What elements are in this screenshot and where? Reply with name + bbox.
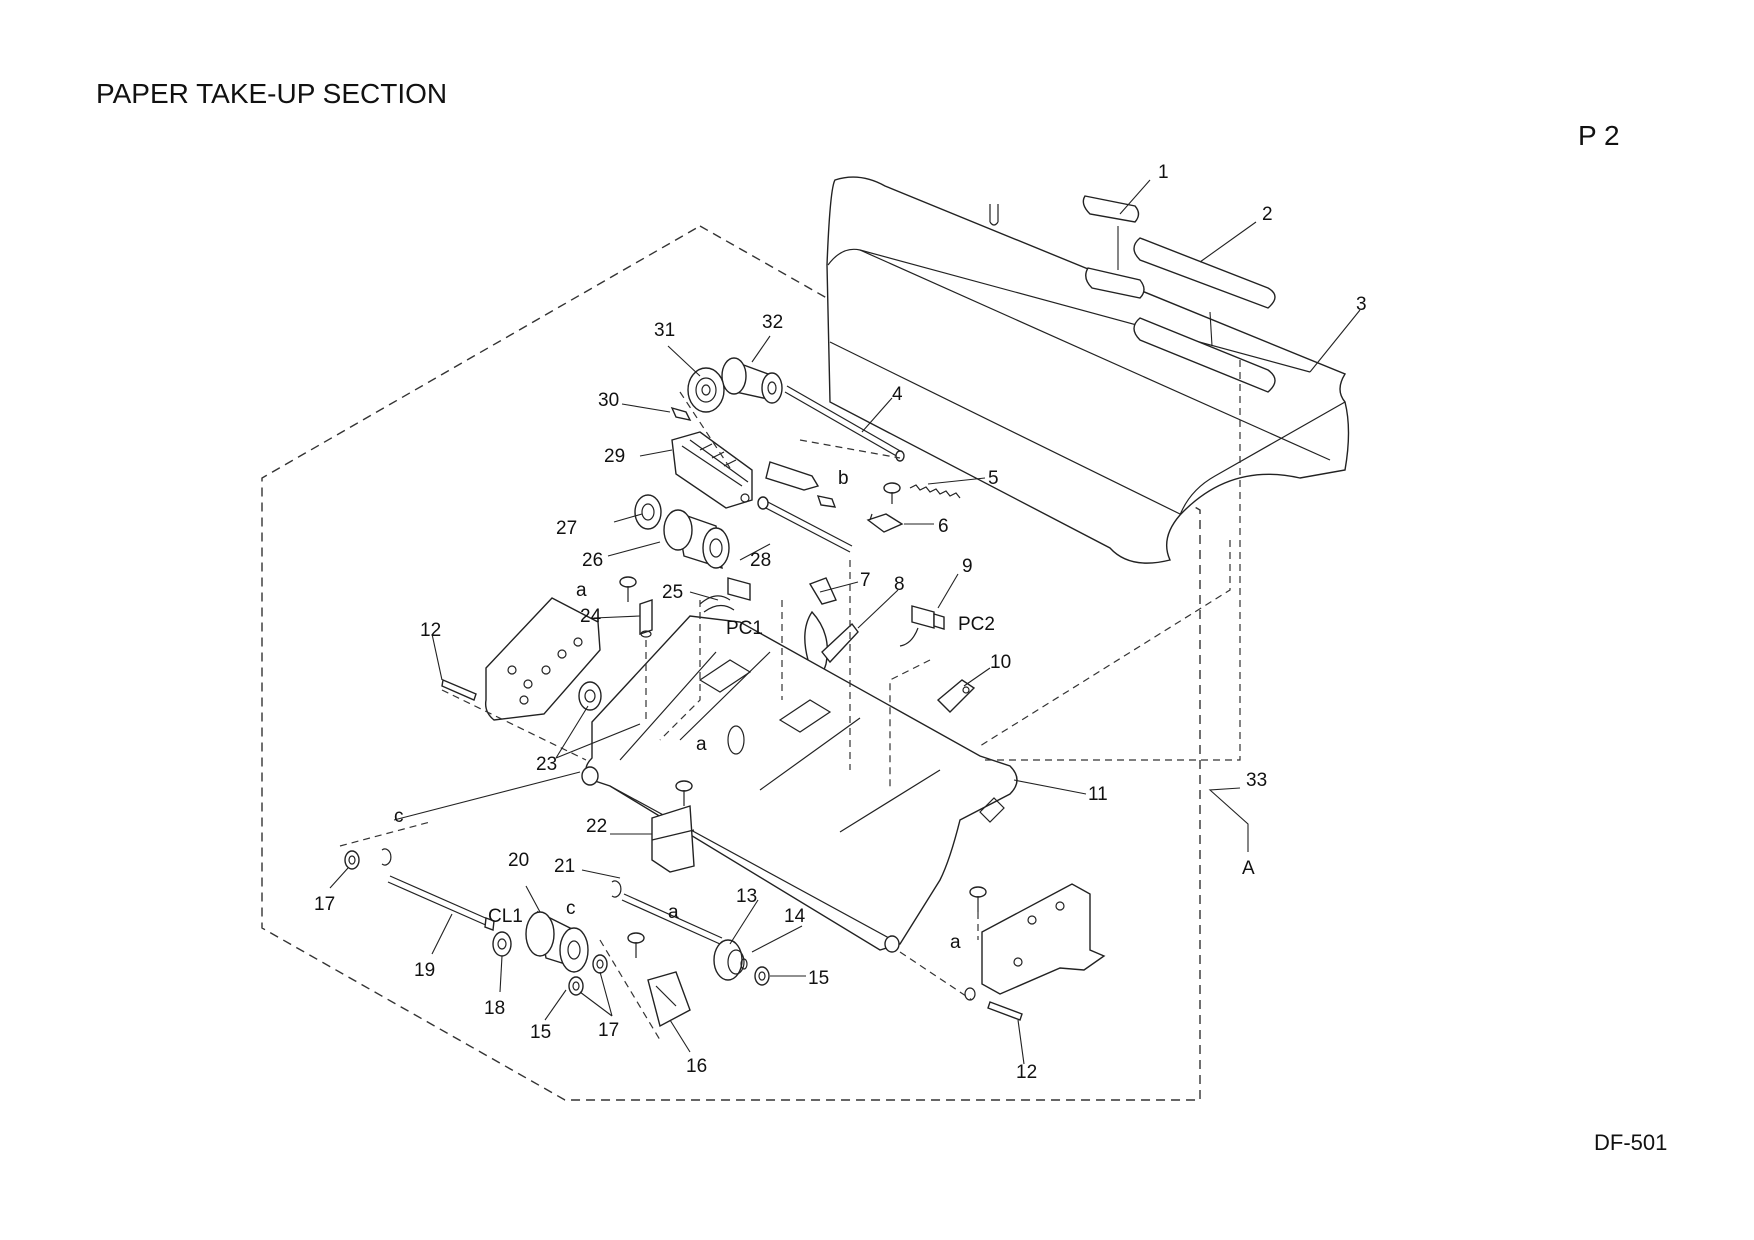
- callout-25: 25: [662, 582, 683, 603]
- actuator-part-8: [821, 622, 859, 664]
- callout-c-2: c: [566, 898, 576, 919]
- callout-27: 27: [556, 518, 577, 539]
- left-frame-plate: [484, 597, 601, 721]
- callout-17-left: 17: [314, 894, 335, 915]
- callout-A: A: [1242, 858, 1255, 879]
- leader-lines: [329, 179, 1361, 1065]
- callout-1: 1: [1158, 162, 1169, 183]
- callout-12-left: 12: [420, 620, 441, 641]
- callout-6: 6: [938, 516, 949, 537]
- callout-8: 8: [894, 574, 905, 595]
- callout-11: 11: [1088, 784, 1108, 805]
- callout-18: 18: [484, 998, 505, 1019]
- model-code: DF-501: [1594, 1130, 1668, 1155]
- callout-30: 30: [598, 390, 619, 411]
- callout-19: 19: [414, 960, 435, 981]
- screw-a-2: [675, 780, 693, 806]
- label-part-1: [1082, 195, 1145, 299]
- callout-17-right: 17: [598, 1020, 619, 1041]
- bracket-part-6: [866, 513, 904, 533]
- bushing-part-17-right: [592, 954, 608, 974]
- clutch-part-20: [525, 910, 589, 973]
- section-title: PAPER TAKE-UP SECTION: [96, 78, 448, 109]
- callout-28: 28: [750, 550, 771, 571]
- bracket-part-28-area: [765, 461, 837, 508]
- gear-part-27: [634, 494, 662, 530]
- cover-part-3: [826, 176, 1350, 564]
- callout-22: 22: [586, 816, 607, 837]
- bushing-part-17-left: [344, 848, 392, 870]
- callout-23: 23: [536, 754, 557, 775]
- callout-21: 21: [554, 856, 575, 877]
- callout-b: b: [838, 468, 849, 489]
- spring-part-5: [909, 484, 961, 499]
- main-frame-part-11: [581, 615, 1018, 953]
- shaft-part-28: [757, 496, 853, 553]
- bushing-part-15-left: [568, 976, 584, 996]
- bracket-part-24: [639, 599, 653, 638]
- shaft-part-13: [611, 880, 723, 945]
- callout-14: 14: [784, 906, 806, 927]
- pin-part-12-right: [964, 987, 1023, 1021]
- callout-31: 31: [654, 320, 675, 341]
- callout-26: 26: [582, 550, 603, 571]
- callout-12-right: 12: [1016, 1062, 1037, 1083]
- actuator-part-10: [936, 679, 976, 713]
- screw-a-1: [619, 576, 637, 602]
- shaft-part-4: [784, 385, 905, 462]
- callout-3: 3: [1356, 294, 1367, 315]
- callout-15-right: 15: [808, 968, 829, 989]
- callout-16: 16: [686, 1056, 707, 1077]
- screw-a-3: [627, 932, 645, 958]
- callout-10: 10: [990, 652, 1011, 673]
- bushing-part-15-right: [754, 966, 770, 986]
- callout-13: 13: [736, 886, 757, 907]
- callout-a-3: a: [668, 902, 679, 923]
- shaft-part-19: [387, 875, 495, 931]
- block-part-22: [651, 805, 695, 873]
- callout-5: 5: [988, 468, 999, 489]
- roller-part-32: [721, 357, 783, 404]
- page-number: P 2: [1578, 120, 1620, 151]
- callout-32: 32: [762, 312, 783, 333]
- pin-part-12-left: [441, 679, 477, 701]
- roller-part-26: [663, 509, 730, 570]
- callout-24: 24: [580, 606, 602, 627]
- callout-7: 7: [860, 570, 871, 591]
- callout-labels: 1 2 3 4 5 6 7 8 9 10 11 12 12 13 14 15 1…: [314, 162, 1367, 1083]
- right-frame-plate: [981, 883, 1106, 995]
- sensor-part-25: [699, 577, 751, 613]
- callout-PC2: PC2: [958, 614, 995, 635]
- callout-29: 29: [604, 446, 625, 467]
- callout-15-left: 15: [530, 1022, 551, 1043]
- callout-c-1: c: [394, 806, 404, 827]
- callout-2: 2: [1262, 204, 1273, 225]
- callout-9: 9: [962, 556, 973, 577]
- callout-4: 4: [892, 384, 903, 405]
- sensor-part-9: [899, 605, 945, 647]
- assembly-boundary-33: [261, 225, 1201, 1101]
- callout-33: 33: [1246, 770, 1267, 791]
- holder-part-29: [671, 431, 753, 509]
- callout-a-1: a: [576, 580, 587, 601]
- callout-PC1: PC1: [726, 618, 763, 639]
- gear-part-18: [492, 931, 512, 957]
- callout-20: 20: [508, 850, 529, 871]
- screw-b: [883, 482, 901, 504]
- spring-part-16: [647, 971, 691, 1028]
- gear-part-14: [713, 939, 748, 981]
- callout-a-4: a: [950, 932, 961, 953]
- screw-a-4: [969, 886, 987, 912]
- lever-part-30: [670, 406, 692, 421]
- callout-CL1: CL1: [488, 906, 523, 927]
- callout-a-2: a: [696, 734, 707, 755]
- gear-part-31: [687, 367, 725, 413]
